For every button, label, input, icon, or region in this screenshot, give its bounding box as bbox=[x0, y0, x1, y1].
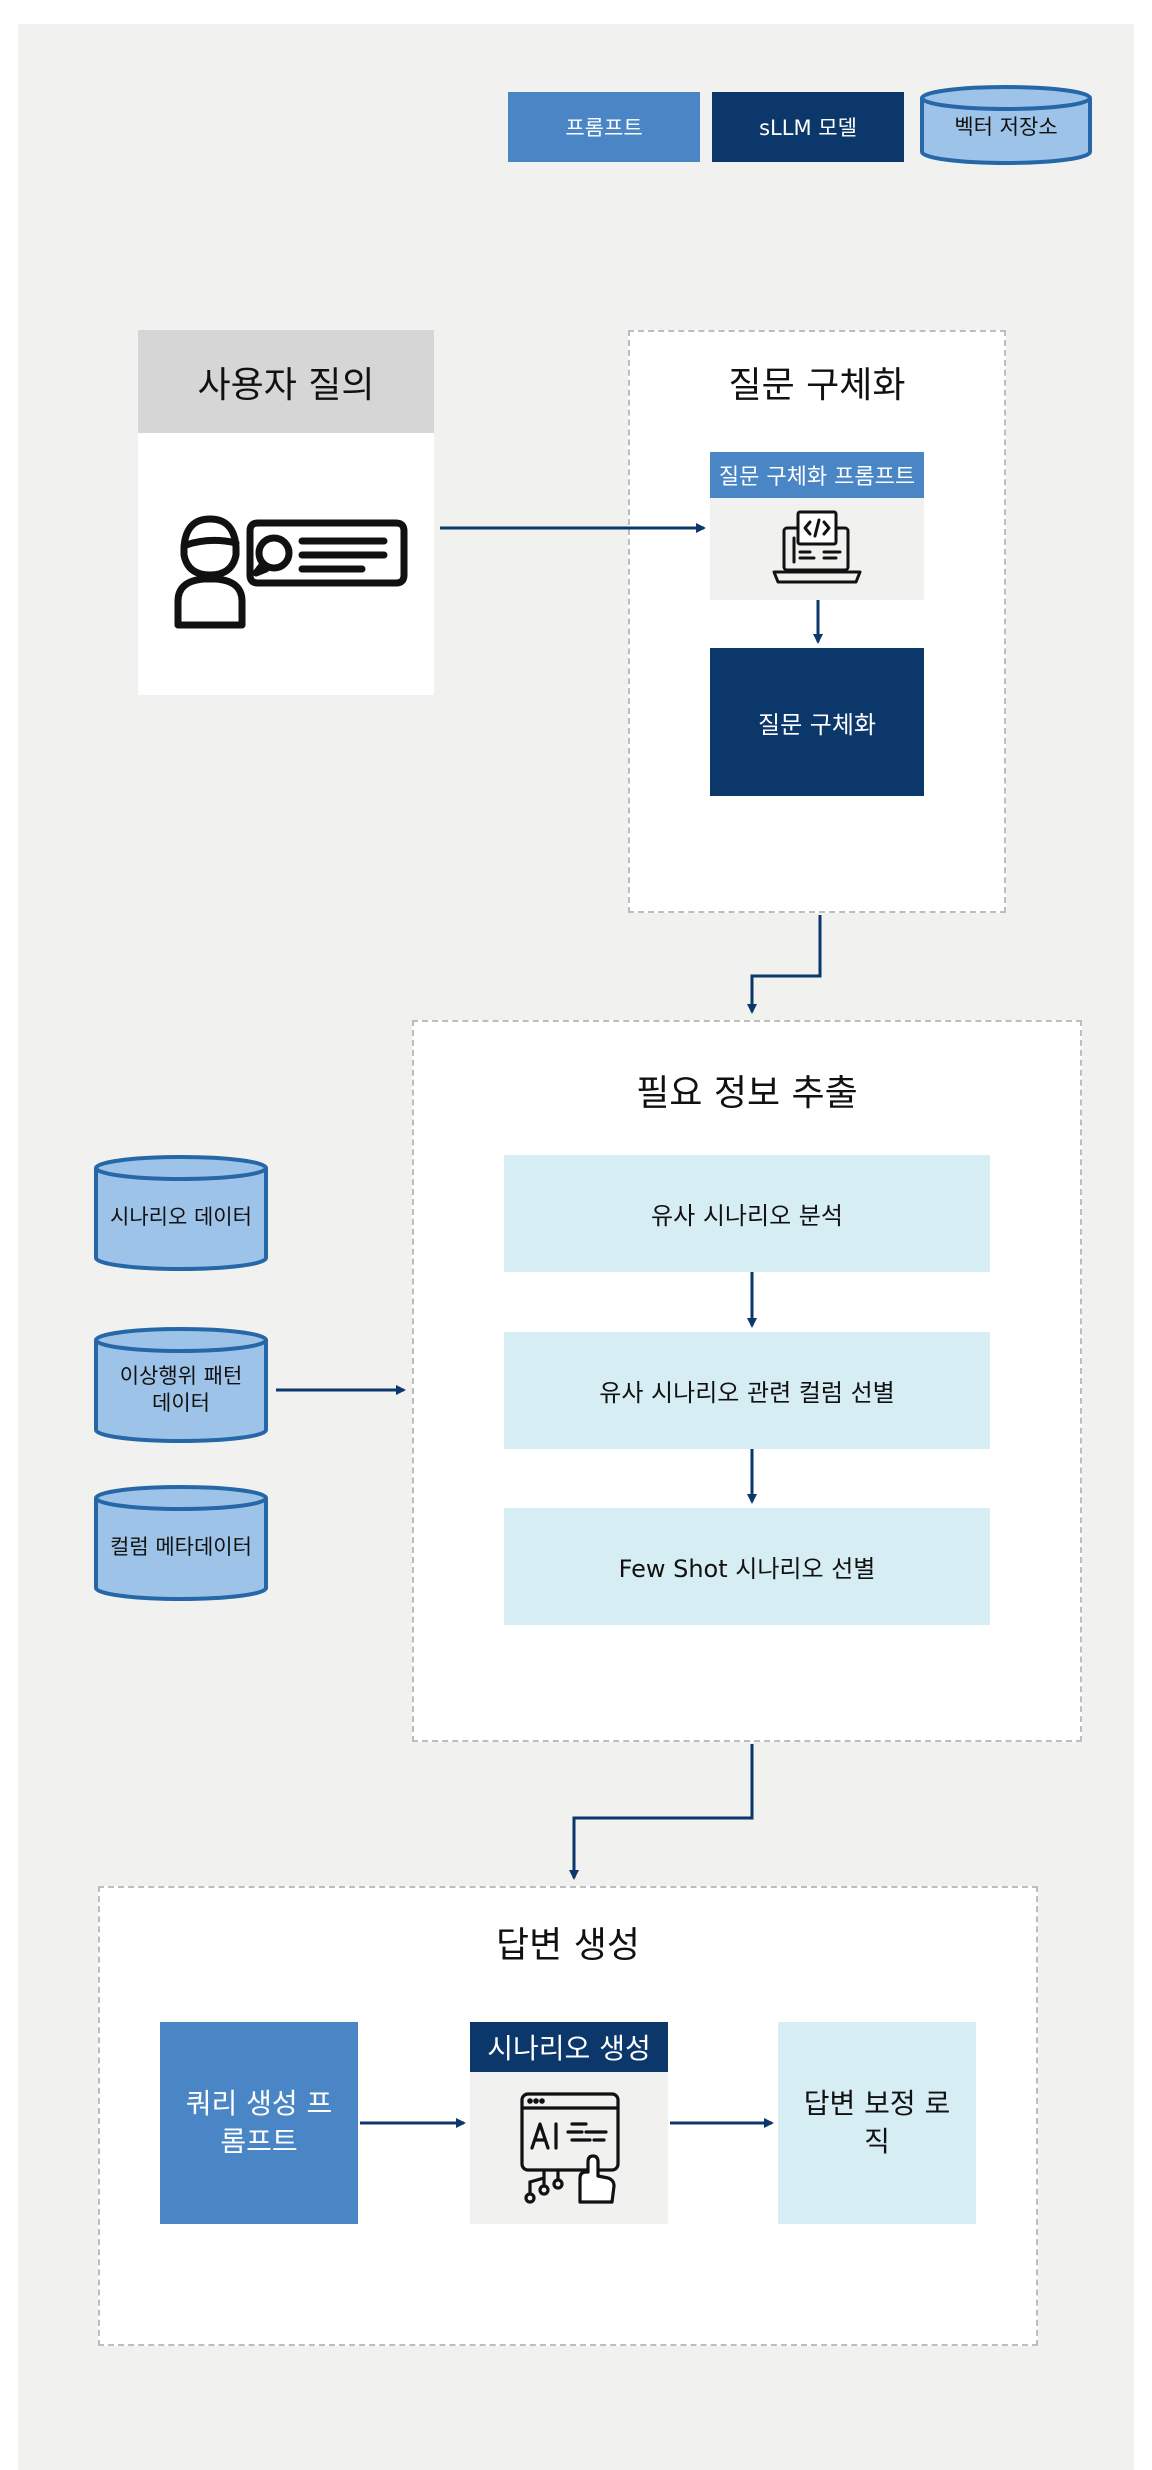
correction-label: 답변 보정 로직 bbox=[803, 2087, 951, 2158]
extract-step-1: 유사 시나리오 분석 bbox=[504, 1155, 990, 1272]
user-query-title: 사용자 질의 bbox=[197, 364, 375, 406]
store-column-metadata: 컬럼 메타데이터 bbox=[92, 1484, 270, 1602]
store-scenario-data-label: 시나리오 데이터 bbox=[110, 1205, 252, 1230]
store-anomaly-pattern: 이상행위 패턴 데이터 bbox=[92, 1326, 270, 1444]
extract-step-3: Few Shot 시나리오 선별 bbox=[504, 1508, 990, 1625]
refine-model-label: 질문 구체화 bbox=[757, 710, 877, 739]
extract-step-2-label: 유사 시나리오 관련 컬럼 선별 bbox=[599, 1379, 895, 1407]
answer-title: 답변 생성 bbox=[496, 1925, 640, 1966]
ai-screen-icon bbox=[520, 2092, 620, 2204]
legend-vector-store-label: 벡터 저장소 bbox=[954, 115, 1058, 139]
extract-step-2: 유사 시나리오 관련 컬럼 선별 bbox=[504, 1332, 990, 1449]
store-column-metadata-label: 컬럼 메타데이터 bbox=[110, 1535, 252, 1560]
refine-prompt-header: 질문 구체화 프롬프트 bbox=[710, 452, 924, 498]
scenario-gen-label: 시나리오 생성 bbox=[487, 2032, 651, 2065]
scenario-gen-header: 시나리오 생성 bbox=[470, 2022, 668, 2072]
store-scenario-data: 시나리오 데이터 bbox=[92, 1154, 270, 1272]
user-query-header: 사용자 질의 bbox=[138, 330, 434, 433]
user-chat-icon bbox=[174, 515, 408, 629]
user-query-box: 사용자 질의 bbox=[138, 330, 434, 695]
cylinder-icon bbox=[94, 1485, 268, 1601]
scenario-gen-box: 시나리오 생성 bbox=[470, 2022, 668, 2224]
extract-step-3-label: Few Shot 시나리오 선별 bbox=[618, 1555, 876, 1583]
correction-box: 답변 보정 로직 bbox=[778, 2022, 976, 2224]
store-anomaly-pattern-label: 이상행위 패턴 데이터 bbox=[119, 1363, 243, 1415]
refine-prompt-box: 질문 구체화 프롬프트 bbox=[710, 452, 924, 600]
legend-prompt-label: 프롬프트 bbox=[565, 116, 643, 140]
legend-vector-store: 벡터 저장소 bbox=[918, 84, 1094, 166]
legend-model-label: sLLM 모델 bbox=[759, 116, 857, 140]
cylinder-icon bbox=[94, 1327, 268, 1443]
cylinder-icon bbox=[94, 1155, 268, 1271]
laptop-code-icon bbox=[772, 510, 862, 584]
extract-step-1-label: 유사 시나리오 분석 bbox=[651, 1202, 843, 1230]
refine-title: 질문 구체화 bbox=[728, 365, 906, 406]
query-prompt-label: 쿼리 생성 프롬프트 bbox=[185, 2087, 333, 2158]
refine-section: 질문 구체화 bbox=[628, 330, 1006, 913]
legend-prompt: 프롬프트 bbox=[508, 92, 700, 162]
refine-model-box: 질문 구체화 bbox=[710, 648, 924, 796]
refine-prompt-label: 질문 구체화 프롬프트 bbox=[718, 465, 916, 490]
cylinder-icon bbox=[920, 85, 1092, 165]
legend-model: sLLM 모델 bbox=[712, 92, 904, 162]
query-prompt-box: 쿼리 생성 프롬프트 bbox=[160, 2022, 358, 2224]
extract-title: 필요 정보 추출 bbox=[636, 1073, 858, 1114]
